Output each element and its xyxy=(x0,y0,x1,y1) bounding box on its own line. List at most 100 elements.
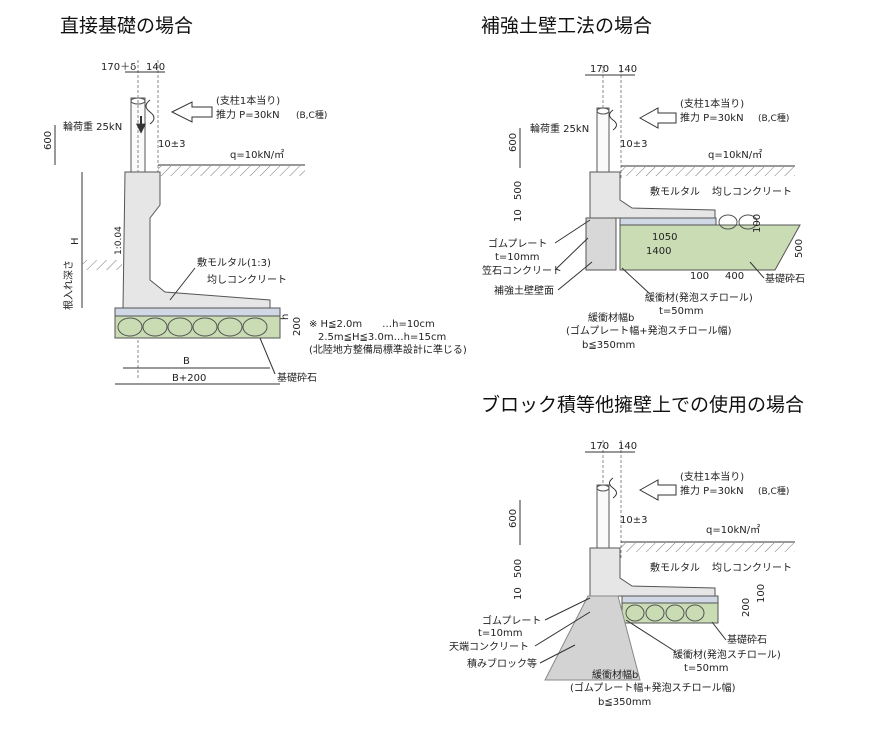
thrust-note-2: 推力 P=30kN xyxy=(680,484,744,497)
direct-foundation-diagram: 直接基礎の場合 170＋δ 140 (支柱1本当り) 推力 P=30kN (B,… xyxy=(43,15,467,385)
dim-200: 200 xyxy=(292,317,303,336)
condition-2: 2.5m≦H≦3.0m…h=15cm xyxy=(318,332,446,343)
rubber-thickness: t=10mm xyxy=(495,252,540,263)
guard-post xyxy=(596,107,610,181)
thrust-class: (B,C種) xyxy=(296,110,327,121)
gravel-leader xyxy=(749,261,765,279)
gravel-label: 基礎砕石 xyxy=(727,633,767,646)
break-mark xyxy=(145,99,155,125)
slope-ratio: 1:0.04 xyxy=(114,226,124,255)
dim-1400: 1400 xyxy=(646,246,671,257)
rubber-thickness: t=10mm xyxy=(478,628,523,639)
thrust-class: (B,C種) xyxy=(758,113,789,124)
leveling-label: 均しコンクリート xyxy=(712,562,792,574)
dim-140: 140 xyxy=(618,64,637,75)
thrust-note-2: 推力 P=30kN xyxy=(216,108,280,121)
dim-140: 140 xyxy=(618,441,637,452)
surcharge-q: q=10kN/㎡ xyxy=(706,524,760,536)
blocks-leader xyxy=(539,644,576,664)
ground-hatch xyxy=(621,543,795,552)
dim-170: 170 xyxy=(590,64,609,75)
cushion-formula: (ゴムプレート幅+発泡スチロール幅) xyxy=(570,681,736,694)
dim-600: 600 xyxy=(43,131,54,150)
wheel-load: 輪荷重 25kN xyxy=(530,122,589,135)
cushion-formula: (ゴムプレート幅+発泡スチロール幅) xyxy=(566,324,732,337)
reinforced-title: 補強土壁工法の場合 xyxy=(481,15,652,37)
gravel-label: 基礎砕石 xyxy=(277,371,317,384)
dim-100: 100 xyxy=(756,584,767,603)
ground-hatch xyxy=(158,166,305,176)
mortar-label: 敷モルタル xyxy=(650,561,700,574)
embed-depth: 根入れ深さ xyxy=(62,260,75,310)
coping-leader xyxy=(554,237,589,271)
cushion-thickness: t=50mm xyxy=(659,306,704,317)
dim-10pm3: 10±3 xyxy=(620,139,647,150)
post-cap xyxy=(596,484,610,492)
leveling-concrete xyxy=(114,307,281,317)
dim-h: h xyxy=(280,314,291,320)
break-mark xyxy=(609,109,617,131)
front-ground-hatch xyxy=(82,260,122,270)
rubber-leader xyxy=(554,219,591,244)
gravel-leader xyxy=(259,337,276,375)
dim-600: 600 xyxy=(508,133,519,152)
dim-100-a: 100 xyxy=(752,214,763,233)
dim-100-b: 100 xyxy=(690,271,709,282)
block-wall-diagram: ブロック積等他擁壁上での使用の場合 170 140 (支柱1本当り) 推力 P=… xyxy=(449,393,804,708)
block-title: ブロック積等他擁壁上での使用の場合 xyxy=(481,393,804,416)
leveling-label: 均しコンクリート xyxy=(207,274,287,286)
gravel-leader xyxy=(711,621,727,641)
b-limit: b≦350mm xyxy=(582,340,635,351)
reinforced-earth-diagram: 補強土壁工法の場合 170 140 (支柱1本当り) 推力 P=30kN (B,… xyxy=(481,15,805,351)
thrust-arrow-icon xyxy=(638,479,677,501)
crown-leader xyxy=(534,611,591,647)
break-mark xyxy=(609,477,617,499)
post-cap xyxy=(596,107,610,115)
mortar-leader xyxy=(169,267,196,301)
dim-H: H xyxy=(70,237,81,245)
coping-concrete: 笠石コンクリート xyxy=(482,264,562,277)
gravel-label: 基礎砕石 xyxy=(765,272,805,285)
dim-140: 140 xyxy=(146,62,165,73)
dim-10: 10 xyxy=(513,209,524,222)
surcharge-q: q=10kN/㎡ xyxy=(230,149,284,161)
wheel-load: 輪荷重 25kN xyxy=(63,120,122,133)
thrust-note-1: (支柱1本当り) xyxy=(216,94,280,107)
dim-10: 10 xyxy=(513,587,524,600)
gravel-texture xyxy=(718,214,758,230)
leveling-label: 均しコンクリート xyxy=(712,186,792,198)
dim-600: 600 xyxy=(508,509,519,528)
cushion-leader xyxy=(621,267,651,295)
dim-400: 400 xyxy=(725,271,744,282)
wall-face-label: 補強土壁壁面 xyxy=(494,284,554,297)
thrust-note-2: 推力 P=30kN xyxy=(680,111,744,124)
dim-500: 500 xyxy=(513,181,524,200)
dim-10pm3: 10±3 xyxy=(620,515,647,526)
condition-3: (北陸地方整備局標準設計に準じる) xyxy=(309,343,467,356)
dim-10pm3: 10±3 xyxy=(158,139,185,150)
rubber-plate: ゴムプレート xyxy=(488,237,547,250)
blocks-label: 積みブロック等 xyxy=(467,657,537,670)
thrust-note-1: (支柱1本当り) xyxy=(680,97,744,110)
b-limit: b≦350mm xyxy=(598,697,651,708)
cushion-leader xyxy=(625,619,677,653)
cushion-label: 緩衝材(発泡スチロール) xyxy=(645,291,753,304)
block-masonry xyxy=(544,595,641,681)
mortar-label: 敷モルタル xyxy=(650,185,700,198)
dim-170-delta: 170＋δ xyxy=(101,62,136,73)
cushion-width: 緩衝材幅b xyxy=(592,668,638,681)
wall-face-panel xyxy=(585,217,617,271)
dim-200: 200 xyxy=(741,598,752,617)
thrust-note-1: (支柱1本当り) xyxy=(680,470,744,483)
leveling-concrete xyxy=(621,595,719,604)
cushion-label: 緩衝材(発泡スチロール) xyxy=(673,648,781,661)
dim-B200: B+200 xyxy=(172,373,206,384)
dim-1050: 1050 xyxy=(652,232,677,243)
wall-face-leader xyxy=(557,261,593,291)
thrust-arrow-icon xyxy=(170,101,213,123)
condition-1: ※ H≦2.0m …h=10cm xyxy=(309,319,435,330)
rubber-leader xyxy=(544,597,591,621)
dim-170: 170 xyxy=(590,441,609,452)
dim-500-right: 500 xyxy=(794,239,805,258)
